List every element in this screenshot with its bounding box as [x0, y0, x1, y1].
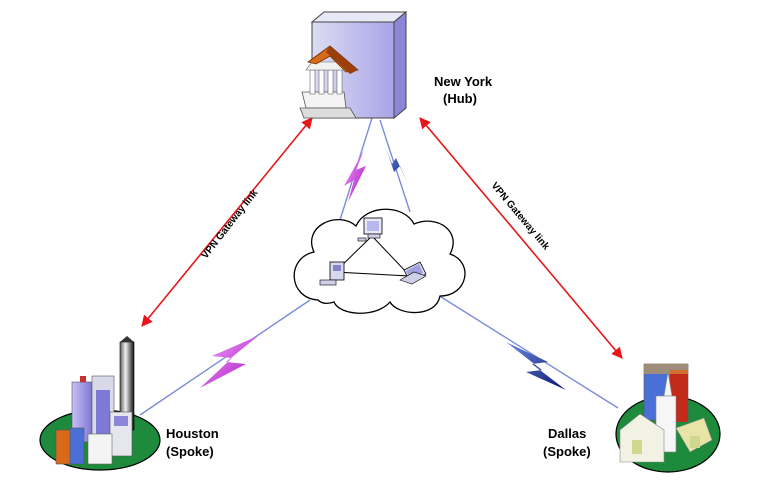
workstation-icon — [357, 217, 383, 242]
dallas-name-label: Dallas — [548, 426, 586, 441]
houston-role-label: (Spoke) — [166, 444, 214, 459]
vpn-link-label-left: VPN Gateway link — [200, 187, 261, 261]
lightning-bolt-icon — [200, 336, 258, 388]
vpn-arrow-right — [419, 117, 623, 359]
hub-name-label: New York — [434, 74, 493, 89]
laptop-icon — [399, 261, 427, 285]
internet-cloud-icon — [293, 208, 466, 314]
headquarters-building-icon — [299, 10, 408, 120]
lightning-bolt-icon — [506, 342, 566, 390]
lightning-bolt-icon — [344, 150, 366, 202]
lightning-bolt-icon — [386, 148, 408, 184]
vpn-link-label-right: VPN Gateway link — [489, 180, 552, 252]
hub-role-label: (Hub) — [443, 91, 477, 106]
dallas-city-icon — [615, 363, 721, 473]
dallas-role-label: (Spoke) — [543, 444, 591, 459]
wan-link-houston — [139, 299, 311, 416]
vpn-arrow-left — [141, 117, 313, 327]
wan-link-dallas — [429, 289, 619, 409]
houston-name-label: Houston — [166, 426, 219, 441]
houston-city-icon — [39, 336, 161, 471]
desktop-pc-icon — [319, 261, 345, 286]
